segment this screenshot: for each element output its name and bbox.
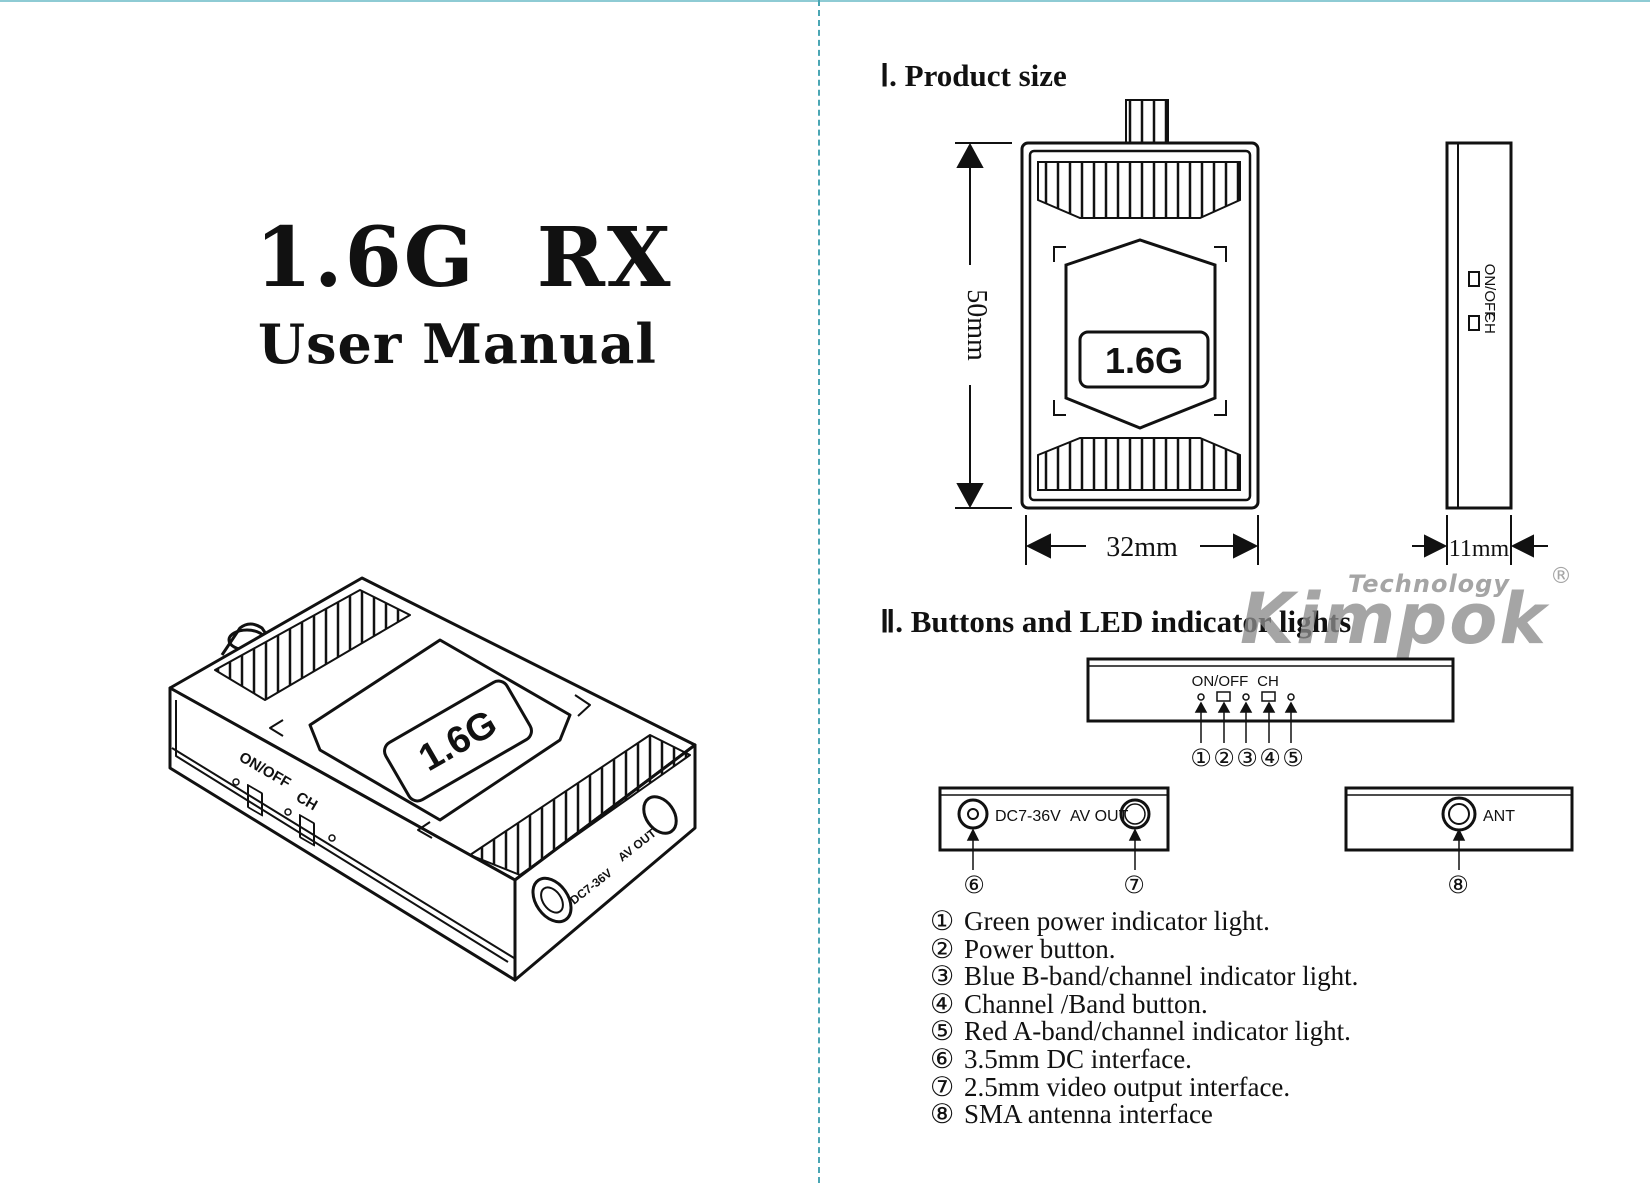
legend-text: Red A-band/channel indicator light. [964,1016,1351,1047]
marker-5: ⑤ [1282,744,1304,772]
device-front-view: 1.6G [1020,99,1260,510]
side-onoff-label: ON/OFF [1481,264,1498,321]
marker-6: ⑥ [963,871,985,899]
depth-dimension [1412,515,1548,565]
marker-1: ① [1190,744,1212,772]
width-dimension [1025,515,1259,565]
marker-3: ③ [1236,744,1258,772]
legend-text: Channel /Band button. [964,988,1208,1019]
legend-num: ④ [930,988,955,1019]
device-isometric: 1.6G ON/OFF CH DC7-36V AV OUT [168,576,697,982]
legend-text: 3.5mm DC interface. [964,1043,1192,1074]
device-side-view [1445,141,1513,510]
top-ch-label: CH [1257,673,1279,690]
av-port [1119,798,1151,830]
legend-item: ④ Channel /Band button. [930,988,1358,1019]
marker-8: ⑧ [1447,871,1469,899]
legend-text: Blue B-band/channel indicator light. [964,961,1359,992]
legend-num: ⑦ [930,1071,955,1102]
front-panel-arrows [966,828,1142,870]
legend-item: ⑥ 3.5mm DC interface. [930,1043,1358,1074]
cover-title: 1.6G RX [255,210,673,306]
dc-label: DC7-36V [995,808,1061,825]
legend-num: ⑤ [930,1016,955,1047]
side-ch-label: CH [1481,312,1498,334]
legend-text: Power button. [964,933,1116,964]
height-dimension [955,142,1012,509]
watermark-brand: Kimpok [1240,578,1548,660]
legend-num: ② [930,933,955,964]
legend-num: ⑧ [930,1099,955,1130]
legend-item: ① Green power indicator light. [930,906,1358,936]
section-product-size-heading: Ⅰ. Product size [880,58,1067,93]
top-panel-arrows [1194,701,1298,743]
marker-7: ⑦ [1123,871,1145,899]
watermark-tech: Technology [1348,570,1510,598]
dc-port [957,798,989,830]
front-device-label: 1.6G [1105,340,1183,381]
top-rule [0,0,1650,2]
legend-item: ⑧ SMA antenna interface [930,1099,1358,1130]
watermark-reg: ® [1550,564,1572,589]
top-onoff-label: ON/OFF [1192,673,1249,690]
width-label: 32mm [1106,532,1178,563]
marker-2: ② [1213,744,1235,772]
ant-label: ANT [1483,808,1515,825]
indicator-legend: ① Green power indicator light. ② Power but… [930,906,1359,1130]
height-label: 50mm [961,289,992,361]
legend-item: ③ Blue B-band/channel indicator light. [930,961,1359,992]
av-label: AV OUT [1070,808,1129,825]
legend-text: SMA antenna interface [964,1099,1213,1130]
legend-item: ⑤ Red A-band/channel indicator light. [930,1018,1358,1046]
back-panel-arrow [1452,828,1466,870]
legend-text: 2.5mm video output interface. [964,1071,1291,1102]
legend-num: ⑥ [930,1043,955,1074]
depth-label: 11mm [1449,536,1510,562]
legend-text: Green power indicator light. [964,906,1270,936]
legend-num: ③ [930,961,955,992]
marker-4: ④ [1259,744,1281,772]
section-buttons-heading: Ⅱ. Buttons and LED indicator lights [880,604,1352,639]
fold-line [818,0,820,1183]
legend-item: ② Power button. [930,933,1358,964]
legend-item: ⑦ 2.5mm video output interface. [930,1071,1358,1102]
legend-num: ① [930,906,955,936]
cover-subtitle: User Manual [258,312,657,376]
